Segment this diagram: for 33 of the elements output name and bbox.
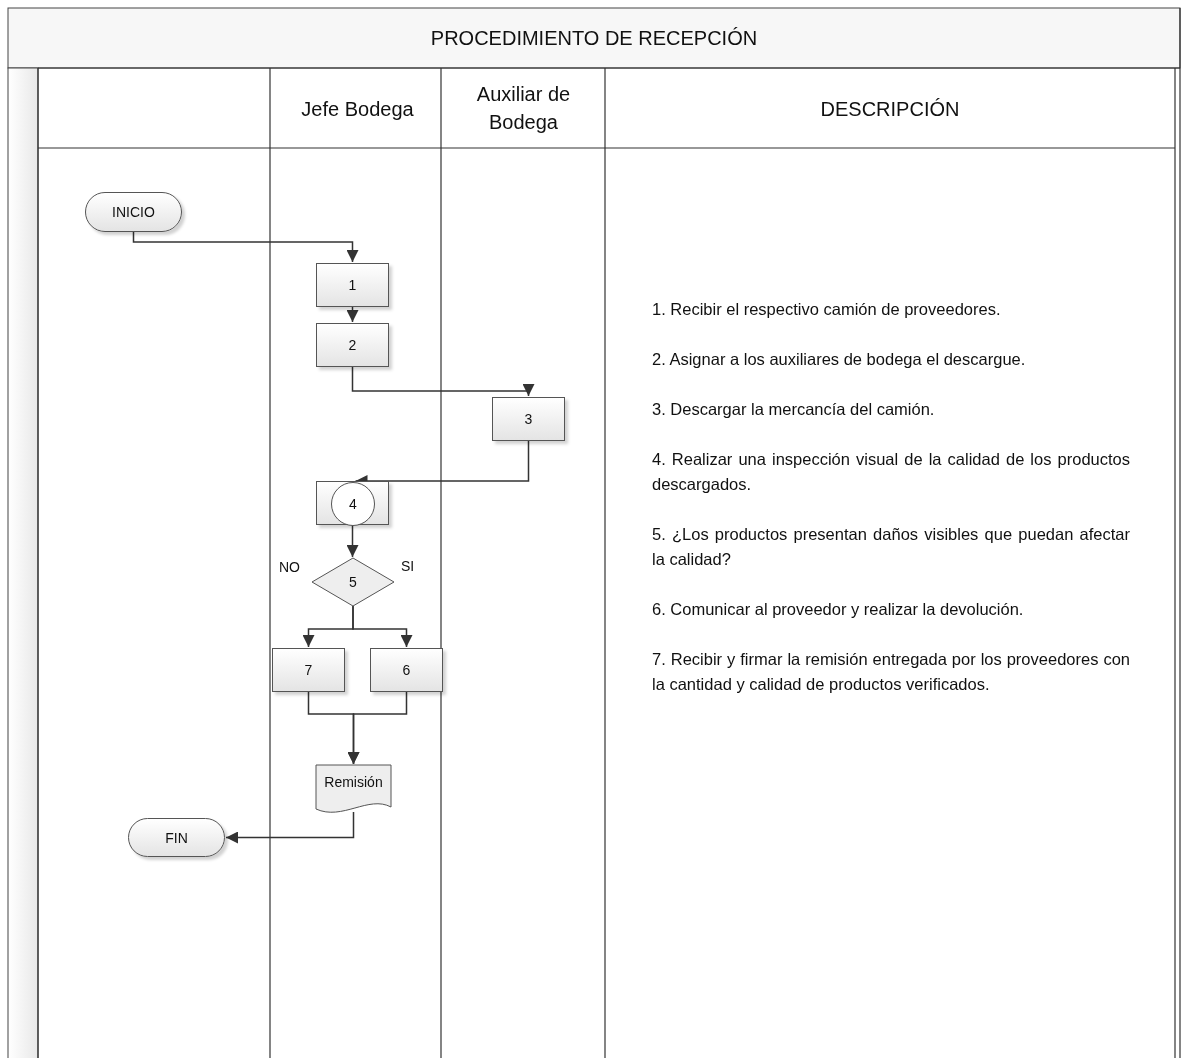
step-description: 7. Recibir y firmar la remisión entregada por los proveedores con la cantidad y calidad de productos verificados.	[652, 649, 1130, 695]
arrow	[346, 306, 359, 323]
arrow	[352, 605, 413, 648]
start-terminal: INICIO	[85, 192, 182, 232]
arrow	[346, 524, 359, 558]
arrow	[351, 366, 535, 397]
edge-label: NO	[278, 559, 301, 575]
end-terminal: FIN	[128, 818, 225, 857]
document-shape	[316, 765, 391, 815]
step-description: 5. ¿Los productos presentan daños visibles que puedan afectar la calidad?	[652, 524, 1130, 570]
step-description: 4. Realizar una inspección visual de la calidad de los productos descargados.	[652, 449, 1130, 495]
step-label: Remisión	[323, 773, 384, 792]
step-description: 2. Asignar a los auxiliares de bodega el descargue.	[652, 349, 1027, 370]
step-label: 5	[348, 573, 358, 592]
process-box: 7	[272, 648, 345, 692]
arrow	[347, 691, 408, 765]
process-box	[316, 481, 389, 525]
column-header: Jefe Bodega	[300, 97, 415, 122]
decision-diamond	[312, 558, 394, 606]
edge-label: SI	[400, 558, 416, 574]
title: PROCEDIMIENTO DE RECEPCIÓN	[429, 25, 759, 51]
process-box: 6	[370, 648, 443, 692]
step-description: 1. Recibir el respectivo camión de proveedores.	[652, 299, 1002, 320]
arrow	[132, 231, 359, 263]
step-description: 6. Comunicar al proveedor y realizar la devolución.	[652, 599, 1025, 620]
step-description: 3. Descargar la mercancía del camión.	[652, 399, 936, 420]
column-header: DESCRIPCIÓN	[819, 97, 961, 122]
process-box: 1	[316, 263, 389, 307]
process-box: 3	[492, 397, 565, 441]
connector-circle: 4	[331, 482, 375, 526]
process-box: 2	[316, 323, 389, 367]
arrow	[225, 811, 355, 844]
column-header: Auxiliar de Bodega	[475, 82, 572, 135]
